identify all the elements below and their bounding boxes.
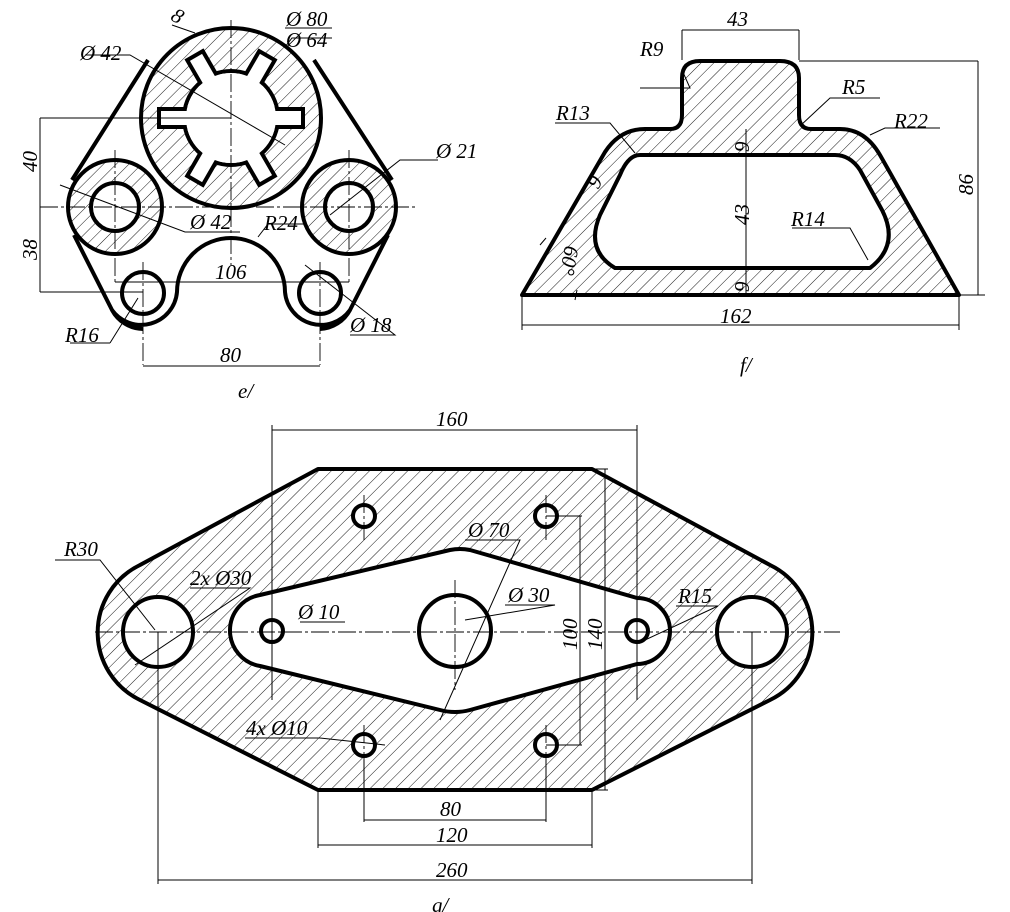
- figure-f: 43 R9 R5 R13 R22 9 9 43 9 R14 60° 86 162…: [520, 7, 985, 377]
- dim-106: 106: [215, 260, 247, 284]
- dim-r15: R15: [677, 584, 712, 608]
- dim-r9: R9: [639, 37, 664, 61]
- dim-140: 140: [583, 618, 607, 650]
- caption-e: e/: [238, 379, 255, 403]
- dim-120: 120: [436, 823, 468, 847]
- dim-86: 86: [954, 174, 978, 196]
- dim-60-deg: 60°: [555, 244, 584, 278]
- dim-160: 160: [436, 407, 468, 431]
- dim-4x-d10: 4x Ø10: [246, 716, 308, 740]
- spline-keys: [157, 48, 305, 188]
- dim-r14: R14: [790, 207, 825, 231]
- dim-2x-d30: 2x Ø30: [190, 566, 252, 590]
- dim-r13: R13: [555, 101, 590, 125]
- dim-d10: Ø 10: [297, 600, 340, 624]
- figure-e: Ø 80 Ø 64 Ø 42 8 Ø 21 Ø 42 R24 40 38 106…: [18, 3, 477, 403]
- dim-9-top: 9: [730, 141, 754, 152]
- dimension-lines: [55, 425, 753, 884]
- dim-r16: R16: [64, 323, 99, 347]
- dim-r24: R24: [263, 211, 298, 235]
- center-lines: [40, 20, 415, 365]
- dim-9-bottom: 9: [730, 281, 754, 292]
- dim-d80: Ø 80: [285, 7, 328, 31]
- caption-g: g/: [432, 893, 451, 912]
- dim-d21: Ø 21: [435, 139, 477, 163]
- dimension-lines: [521, 29, 985, 330]
- dim-d70: Ø 70: [467, 518, 510, 542]
- dim-8: 8: [167, 3, 189, 29]
- dim-r5: R5: [841, 75, 865, 99]
- dim-d30: Ø 30: [507, 583, 550, 607]
- figure-g: 160 R30 2x Ø30 Ø 70 Ø 10 Ø 30 R15 100 14…: [55, 407, 840, 912]
- dim-43-top: 43: [727, 7, 748, 31]
- dim-r30: R30: [63, 537, 98, 561]
- dim-43-mid: 43: [730, 204, 754, 225]
- dim-260: 260: [436, 858, 468, 882]
- caption-f: f/: [740, 353, 754, 377]
- dim-d18: Ø 18: [349, 313, 392, 337]
- dim-162: 162: [720, 304, 752, 328]
- dim-80: 80: [440, 797, 462, 821]
- dimension-lines: [39, 24, 438, 367]
- dim-80: 80: [220, 343, 242, 367]
- dim-d42-top: Ø 42: [79, 41, 122, 65]
- dim-40: 40: [18, 151, 42, 173]
- dim-r22: R22: [893, 109, 928, 133]
- dim-100: 100: [558, 618, 582, 650]
- dim-d42-bottom: Ø 42: [189, 210, 232, 234]
- dim-d64: Ø 64: [285, 28, 328, 52]
- profile-section: [520, 59, 961, 297]
- dim-38: 38: [18, 239, 42, 262]
